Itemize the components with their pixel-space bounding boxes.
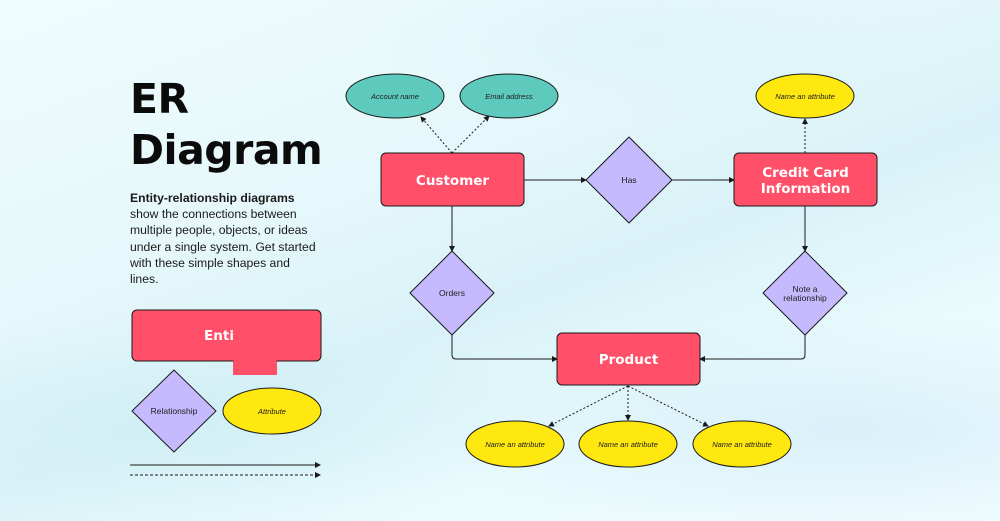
attribute-account-name-label: Account name — [370, 92, 419, 101]
connector-orders-product — [451, 335, 558, 362]
attribute-credit-card-label: Name an attribute — [775, 92, 835, 101]
legend-relationship-label: Relationship — [151, 406, 198, 416]
attribute-email-address-label: Email address — [485, 92, 533, 101]
entity-credit-card-information[interactable]: Credit Card Information — [733, 152, 878, 207]
entity-credit-card-label-line2: Information — [761, 181, 851, 197]
relationship-orders-label: Orders — [439, 288, 465, 298]
entity-product[interactable]: Product — [556, 332, 701, 386]
legend-attribute-label: Attribute — [257, 407, 286, 416]
legend-entity-label: Enti — [204, 328, 234, 344]
relationship-has[interactable]: Has — [585, 136, 673, 224]
attribute-product-2[interactable]: Name an attribute — [578, 420, 678, 468]
attribute-product-1-label: Name an attribute — [485, 440, 545, 449]
attribute-email-address[interactable]: Email address — [459, 73, 559, 119]
attribute-product-3-label: Name an attribute — [712, 440, 772, 449]
relationship-note[interactable]: Note a relationship — [762, 250, 848, 336]
attribute-product-2-label: Name an attribute — [598, 440, 658, 449]
description: Entity-relationship diagrams show the co… — [130, 190, 320, 287]
entity-product-label: Product — [599, 352, 659, 368]
attribute-account-name[interactable]: Account name — [345, 73, 445, 119]
title-line-1: ER — [130, 75, 189, 123]
entity-customer-label: Customer — [416, 173, 490, 189]
entity-customer[interactable]: Customer — [380, 152, 525, 207]
page-title: ER Diagram — [130, 74, 323, 176]
attribute-product-3[interactable]: Name an attribute — [692, 420, 792, 468]
title-line-2: Diagram — [130, 126, 323, 174]
legend-entity: Enti — [131, 309, 322, 375]
relationship-note-label-line1: Note a — [792, 284, 817, 294]
connector-customer-account — [420, 116, 453, 154]
connector-product-attr-3 — [627, 385, 709, 427]
relationship-has-label: Has — [621, 175, 636, 185]
relationship-note-label-line2: relationship — [783, 293, 827, 303]
connector-customer-email — [451, 115, 490, 154]
connector-note-product — [699, 335, 806, 362]
description-bold: Entity-relationship diagrams — [130, 191, 295, 205]
connector-product-attr-1 — [548, 385, 629, 427]
relationship-orders[interactable]: Orders — [409, 250, 495, 336]
legend-attribute: Attribute — [222, 387, 322, 435]
attribute-credit-card[interactable]: Name an attribute — [755, 73, 855, 119]
description-text: show the connections between multiple pe… — [130, 207, 316, 287]
attribute-product-1[interactable]: Name an attribute — [465, 420, 565, 468]
entity-credit-card-label-line1: Credit Card — [762, 165, 849, 181]
legend-relationship: Relationship — [131, 369, 217, 453]
